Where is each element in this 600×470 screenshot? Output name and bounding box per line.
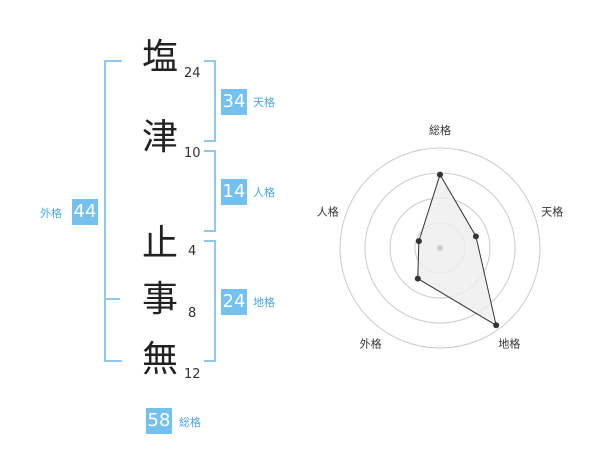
chikaku-label: 地格 <box>253 296 275 309</box>
radar-point-1 <box>437 171 443 178</box>
radar-point-3 <box>493 322 500 329</box>
gaikaku-badge: 44 <box>72 199 98 225</box>
chikaku-badge: 24 <box>221 289 247 315</box>
radar-ring-4 <box>339 147 541 349</box>
radar-axis-label-3: 地格 <box>498 336 520 350</box>
tenkaku-badge: 34 <box>221 89 247 115</box>
surname-char-2: 津 <box>142 117 179 158</box>
surname-char-1-strokes: 24 <box>184 66 201 81</box>
given-char-3-strokes: 12 <box>184 367 201 382</box>
gaikaku-bracket <box>104 60 122 362</box>
radar-axis-label-5: 人格 <box>317 205 339 219</box>
radar-axis-label-2: 天格 <box>541 205 563 219</box>
radar-center <box>437 245 443 251</box>
given-char-1: 止 <box>142 223 179 264</box>
jinkaku-badge: 14 <box>221 179 247 205</box>
jinkaku-label: 人格 <box>253 186 275 199</box>
chikaku-bracket <box>204 240 216 362</box>
radar-axis-label-1: 総格 <box>429 123 451 137</box>
tenkaku-label: 天格 <box>253 96 275 109</box>
soukaku-badge: 58 <box>146 408 172 434</box>
radar-axis-label-4: 外格 <box>360 336 382 350</box>
tenkaku-bracket <box>204 60 216 142</box>
radar-area <box>417 173 497 327</box>
radar-point-2 <box>472 233 479 240</box>
given-char-2: 事 <box>142 279 179 320</box>
given-char-2-strokes: 8 <box>188 306 197 321</box>
radar-points <box>414 171 500 329</box>
jinkaku-bracket <box>204 150 216 232</box>
radar-point-4 <box>414 275 421 282</box>
given-char-3: 無 <box>142 339 179 380</box>
gaikaku-label: 外格 <box>40 207 62 220</box>
soukaku-label: 総格 <box>179 416 201 429</box>
surname-char-1: 塩 <box>142 37 179 78</box>
surname-char-2-strokes: 10 <box>184 146 201 161</box>
gaikaku-bracket-tick <box>104 298 120 300</box>
given-char-1-strokes: 4 <box>188 244 197 259</box>
radar-point-5 <box>415 238 422 245</box>
